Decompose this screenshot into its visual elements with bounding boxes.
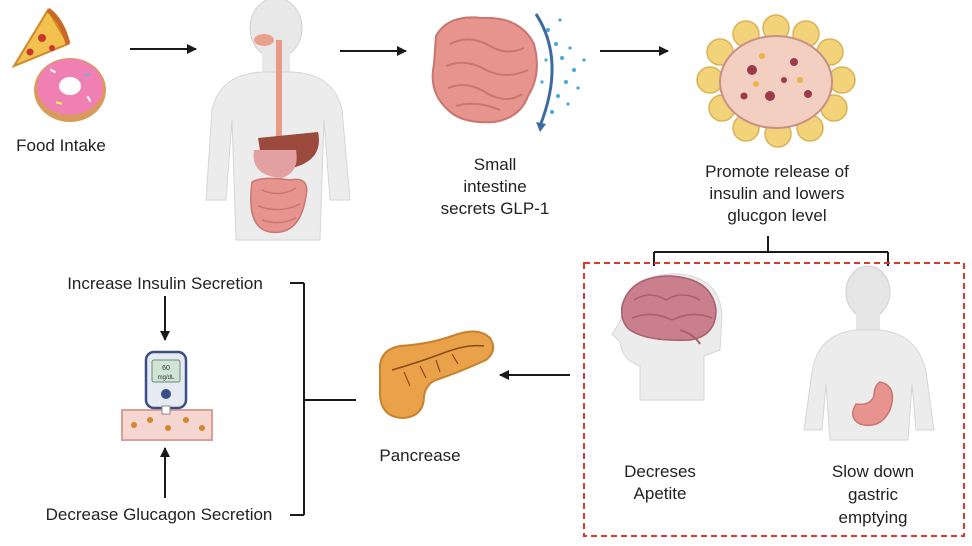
islet-icon <box>696 14 856 148</box>
intestine-icon <box>431 13 586 132</box>
label-small-intestine-3: secrets GLP-1 <box>440 199 550 218</box>
label-slow-2: gastric <box>847 485 899 504</box>
label-slow-1: Slow down <box>831 462 915 481</box>
label-small-intestine-2: intestine <box>463 177 527 196</box>
label-decrease-glucagon: Decrease Glucagon Secretion <box>45 505 273 524</box>
human-digestive-icon <box>205 0 351 241</box>
blood-vessel-icon <box>121 409 213 441</box>
label-decreses-1: Decreses <box>624 462 696 481</box>
glucometer-unit: mg/dL <box>158 375 175 381</box>
glucometer-icon: 60 mg/dL <box>144 350 188 415</box>
effects-dashed-box <box>583 262 965 537</box>
label-increase-insulin: Increase Insulin Secretion <box>67 274 263 293</box>
donut-icon <box>34 58 106 122</box>
label-promote-3: glucgon level <box>727 206 827 225</box>
effects-bracket <box>653 236 889 266</box>
label-promote-1: Promote release of <box>705 162 849 181</box>
brain-head-icon <box>611 273 723 401</box>
label-pancreas: Pancrease <box>379 446 461 465</box>
stomach-body-icon <box>803 265 935 441</box>
hormone-bracket <box>290 282 356 516</box>
label-promote-2: insulin and lowers <box>709 184 845 203</box>
label-food-intake: Food Intake <box>16 136 106 155</box>
label-small-intestine-1: Small <box>473 155 517 174</box>
glucometer-value: 60 <box>162 365 170 372</box>
label-slow-3: emptying <box>838 508 908 527</box>
pancreas-icon <box>378 330 495 420</box>
label-decreses-2: Apetite <box>633 484 687 503</box>
pizza-icon <box>11 7 71 69</box>
